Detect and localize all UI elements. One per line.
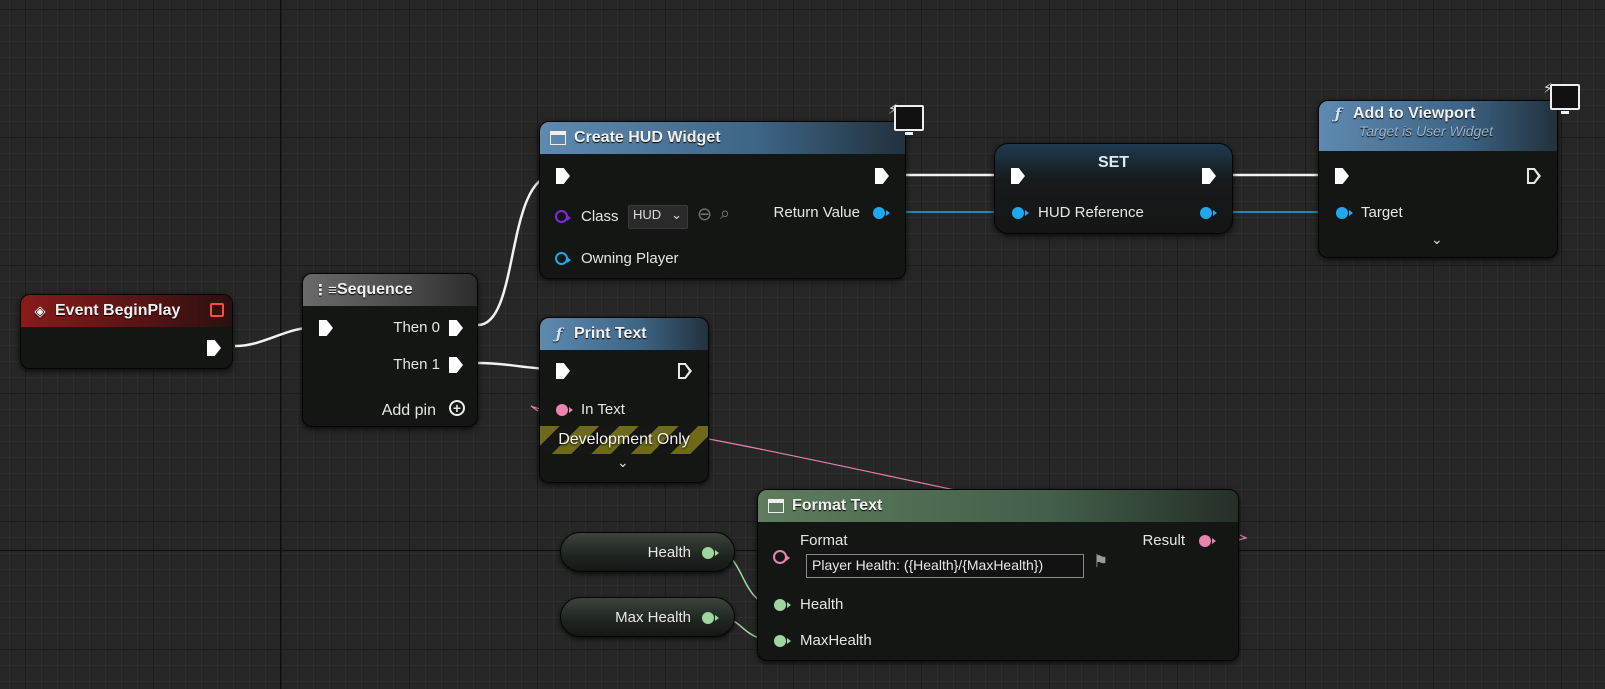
then0-label: Then 0 [393,319,440,336]
in-text-pin[interactable] [556,404,573,416]
exec-in-pin[interactable] [1335,168,1349,184]
exec-out-pin[interactable] [678,363,692,379]
event-diamond-icon: ◈ [34,303,46,320]
format-pin[interactable] [773,550,790,564]
browse-search-icon[interactable]: ⌕ [720,203,731,223]
lightning-icon: ⚡ [1543,80,1553,96]
class-pin[interactable] [555,210,571,223]
target-label: Target [1361,204,1403,221]
then0-pin[interactable] [449,320,463,336]
node-title: SET [1097,154,1130,171]
max-health-variable-pin[interactable] [702,612,719,624]
development-only-banner: Development Only [540,426,708,454]
development-only-label: Development Only [558,431,690,448]
target-pin[interactable] [1336,207,1353,219]
print-text-node[interactable]: ƒ Print Text In Text Development Only ⌄ [539,317,709,483]
node-title: Sequence [337,281,413,298]
exec-in-pin[interactable] [556,363,570,379]
return-value-pin[interactable] [873,207,890,219]
max-health-pin[interactable] [774,635,791,647]
node-title: Format Text [792,497,883,514]
class-dropdown[interactable]: HUD ⌄ [628,205,688,229]
exec-out-pin[interactable] [1527,168,1541,184]
create-hud-widget-node[interactable]: Create HUD Widget Class HUD ⌄ ⊖ ⌕ Owning… [539,121,906,279]
hud-reference-in-pin[interactable] [1012,207,1029,219]
node-header: ◈ Event BeginPlay [21,295,232,327]
widget-icon [768,499,784,513]
function-icon: ƒ [555,325,563,343]
health-label: Health [800,596,844,613]
localization-flag-icon[interactable]: ⚑ [1093,552,1109,571]
result-pin[interactable] [1199,535,1216,547]
health-variable-pin[interactable] [702,547,719,559]
health-variable-node[interactable]: Health [560,532,735,572]
exec-in-pin[interactable] [1011,168,1025,184]
function-icon: ƒ [1334,105,1342,123]
client-only-monitor-icon [894,105,924,135]
health-pin[interactable] [774,599,791,611]
set-node[interactable]: SET HUD Reference [994,143,1233,234]
max-health-variable-label: Max Health [615,609,691,626]
exec-in-pin[interactable] [319,320,333,336]
return-value-label: Return Value [773,204,860,221]
format-text-input[interactable]: Player Health: ({Health}/{MaxHealth}) [806,554,1084,578]
exec-out-pin[interactable] [875,168,889,184]
health-variable-label: Health [647,544,691,561]
node-title: Create HUD Widget [574,129,721,146]
node-header: Create HUD Widget [540,122,905,154]
grid-axis-vertical [280,0,281,689]
widget-icon [550,131,566,145]
add-pin-label[interactable]: Add pin [381,402,436,419]
use-selected-icon[interactable]: ⊖ [697,204,713,224]
sequence-icon: ⋮≡ [313,282,337,299]
exec-in-pin[interactable] [556,168,570,184]
chevron-down-icon: ⌄ [671,207,682,222]
format-label: Format [800,532,848,549]
node-header: Format Text [758,490,1238,522]
owning-player-pin[interactable] [555,252,571,265]
in-text-label: In Text [581,401,625,418]
class-label: Class [581,208,619,225]
max-health-label: MaxHealth [800,632,872,649]
exec-out-pin[interactable] [207,340,221,356]
hud-reference-out-pin[interactable] [1200,207,1217,219]
event-begin-play-node[interactable]: ◈ Event BeginPlay [20,294,233,369]
sequence-node[interactable]: ⋮≡ Sequence Then 0 Then 1 Add pin + [302,273,478,427]
expand-chevron-icon[interactable]: ⌄ [1431,231,1443,247]
node-title: Event BeginPlay [55,302,181,319]
exec-out-pin[interactable] [1202,168,1216,184]
result-label: Result [1142,532,1185,549]
add-pin-plus-icon[interactable]: + [449,400,465,416]
hud-reference-label: HUD Reference [1038,204,1144,221]
then1-pin[interactable] [449,357,463,373]
lightning-icon: ⚡ [888,101,898,117]
node-title: Add to Viewport [1353,105,1476,122]
format-text-node[interactable]: Format Text Format Player Health: ({Heal… [757,489,1239,661]
client-only-monitor-icon [1550,84,1580,114]
node-header: ƒ Add to Viewport Target is User Widget [1319,101,1557,151]
format-text-value: Player Health: ({Health}/{MaxHealth}) [812,557,1044,573]
node-header: ƒ Print Text [540,318,708,350]
class-dropdown-value: HUD [633,207,662,222]
then1-label: Then 1 [393,356,440,373]
node-title: Print Text [574,325,647,342]
expand-chevron-icon[interactable]: ⌄ [617,454,629,470]
node-subtitle: Target is User Widget [1359,123,1493,139]
event-red-square-icon [210,303,224,317]
max-health-variable-node[interactable]: Max Health [560,597,735,637]
add-to-viewport-node[interactable]: ƒ Add to Viewport Target is User Widget … [1318,100,1558,258]
node-header: ⋮≡ Sequence [303,274,477,306]
owning-player-label: Owning Player [581,250,679,267]
